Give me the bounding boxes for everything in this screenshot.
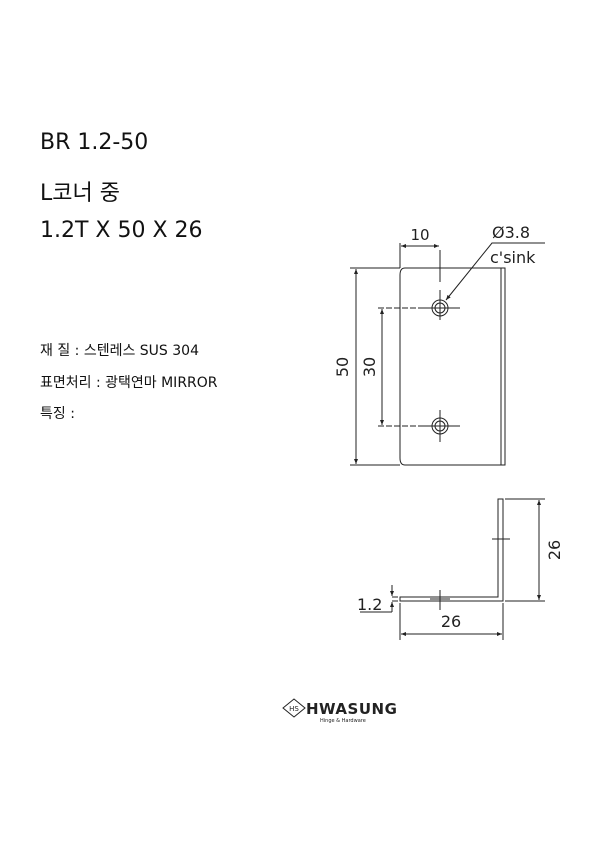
product-name: L코너 중 [40,181,120,206]
dim-thickness: 1.2 [357,595,382,614]
dim-leg-horizontal: 26 [441,612,461,631]
hole-diameter-label: Ø3.8 [492,223,530,242]
features-spec: 특징 : [40,406,75,422]
logo-mark: HS [289,705,299,713]
dim-leg-vertical: 26 [545,540,564,560]
logo-tagline: Hinge & Hardware [320,718,366,724]
dim-hole-spacing: 30 [360,357,379,377]
logo-brand: HWASUNG [306,700,397,718]
dim-hole-offset: 10 [410,226,429,244]
model-code: BR 1.2-50 [40,130,149,155]
product-size: 1.2T X 50 X 26 [40,218,203,243]
hole-type-label: c'sink [490,248,536,267]
company-logo: HS HWASUNG Hinge & Hardware [282,698,397,724]
front-view [350,242,545,466]
dim-height: 50 [333,357,352,377]
material-spec: 재 질 : 스텐레스 SUS 304 [40,343,199,359]
side-view [360,498,545,640]
finish-spec: 표면처리 : 광택연마 MIRROR [40,375,218,391]
